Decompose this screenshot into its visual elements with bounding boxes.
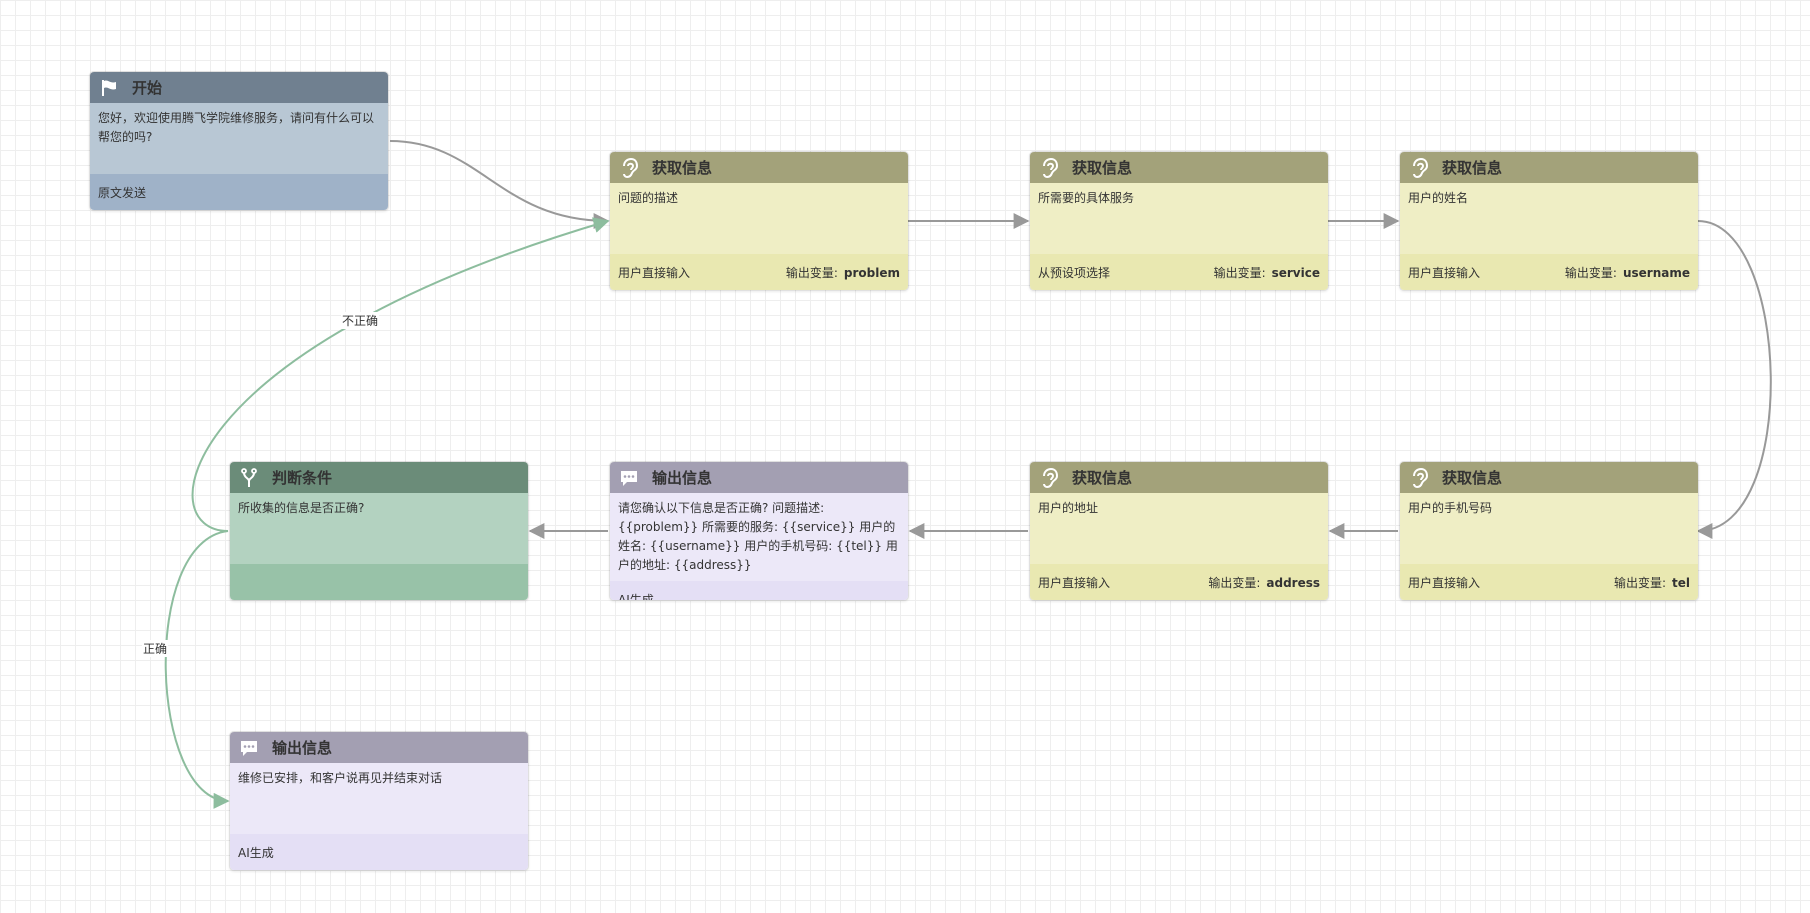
node-body: 用户的手机号码	[1400, 493, 1698, 564]
node-title: 开始	[132, 79, 163, 97]
chat-bubble-icon	[618, 467, 640, 489]
node-title: 获取信息	[1072, 469, 1133, 487]
edge-username-to-tel	[1696, 220, 1772, 539]
ear-icon	[1408, 157, 1430, 179]
node-footer: AI生成	[238, 845, 274, 860]
node-body: 您好，欢迎使用腾飞学院维修服务，请问有什么可以帮您的吗?	[90, 103, 388, 174]
output-end-node[interactable]: 输出信息 维修已安排，和客户说再见并结束对话 AI生成	[229, 731, 529, 871]
output-variable: problem	[843, 265, 900, 280]
get-info-address-node[interactable]: 获取信息 用户的地址 用户直接输入 输出变量: address	[1029, 461, 1329, 601]
condition-node[interactable]: 判断条件 所收集的信息是否正确?	[229, 461, 529, 601]
edge-label-correct: 正确	[142, 640, 169, 657]
output-label: 输出变量:	[785, 265, 838, 280]
chat-bubble-icon	[238, 737, 260, 759]
node-header: 获取信息	[1030, 462, 1328, 493]
node-header: 开始	[90, 72, 388, 103]
node-header: 获取信息	[610, 152, 908, 183]
get-info-problem-node[interactable]: 获取信息 问题的描述 用户直接输入 输出变量: problem	[609, 151, 909, 291]
output-variable: tel	[1672, 575, 1690, 590]
output-variable: service	[1271, 265, 1320, 280]
output-variable: address	[1266, 575, 1320, 590]
ear-icon	[1038, 157, 1060, 179]
node-header: 获取信息	[1030, 152, 1328, 183]
input-mode: 从预设项选择	[1038, 265, 1111, 280]
node-body: 用户的姓名	[1400, 183, 1698, 254]
fork-icon	[238, 467, 260, 489]
edge-start-to-problem	[389, 140, 610, 229]
node-body: 所收集的信息是否正确?	[230, 493, 528, 564]
input-mode: 用户直接输入	[1038, 575, 1111, 590]
get-info-username-node[interactable]: 获取信息 用户的姓名 用户直接输入 输出变量: username	[1399, 151, 1699, 291]
node-header: 获取信息	[1400, 462, 1698, 493]
node-header: 获取信息	[1400, 152, 1698, 183]
input-mode: 用户直接输入	[1408, 575, 1481, 590]
node-title: 获取信息	[1442, 159, 1503, 177]
flag-icon	[98, 77, 120, 99]
node-footer: 原文发送	[98, 185, 147, 200]
get-info-tel-node[interactable]: 获取信息 用户的手机号码 用户直接输入 输出变量: tel	[1399, 461, 1699, 601]
node-body: 请您确认以下信息是否正确? 问题描述: {{problem}} 所需要的服务: …	[610, 493, 908, 581]
node-header: 输出信息	[610, 462, 908, 493]
node-body: 用户的地址	[1030, 493, 1328, 564]
edge-condition-correct	[164, 530, 230, 809]
node-title: 获取信息	[1442, 469, 1503, 487]
node-header: 输出信息	[230, 732, 528, 763]
node-header: 判断条件	[230, 462, 528, 493]
start-node[interactable]: 开始 您好，欢迎使用腾飞学院维修服务，请问有什么可以帮您的吗? 原文发送	[89, 71, 389, 211]
ear-icon	[1038, 467, 1060, 489]
node-body: 维修已安排，和客户说再见并结束对话	[230, 763, 528, 834]
ear-icon	[618, 157, 640, 179]
edge-label-incorrect: 不正确	[341, 312, 380, 329]
input-mode: 用户直接输入	[1408, 265, 1481, 280]
output-variable: username	[1622, 265, 1690, 280]
node-title: 输出信息	[652, 469, 713, 487]
get-info-service-node[interactable]: 获取信息 所需要的具体服务 从预设项选择 输出变量: service	[1029, 151, 1329, 291]
node-body: 问题的描述	[610, 183, 908, 254]
output-label: 输出变量:	[1213, 265, 1266, 280]
node-title: 输出信息	[272, 739, 333, 757]
input-mode: 用户直接输入	[618, 265, 691, 280]
node-title: 判断条件	[272, 469, 333, 487]
output-label: 输出变量:	[1613, 575, 1666, 590]
output-label: 输出变量:	[1564, 265, 1617, 280]
output-label: 输出变量:	[1208, 575, 1261, 590]
ear-icon	[1408, 467, 1430, 489]
node-footer: AI生成	[618, 592, 654, 601]
node-title: 获取信息	[1072, 159, 1133, 177]
node-body: 所需要的具体服务	[1030, 183, 1328, 254]
node-title: 获取信息	[652, 159, 713, 177]
output-confirm-node[interactable]: 输出信息 请您确认以下信息是否正确? 问题描述: {{problem}} 所需要…	[609, 461, 909, 601]
edge-condition-incorrect	[191, 217, 610, 532]
